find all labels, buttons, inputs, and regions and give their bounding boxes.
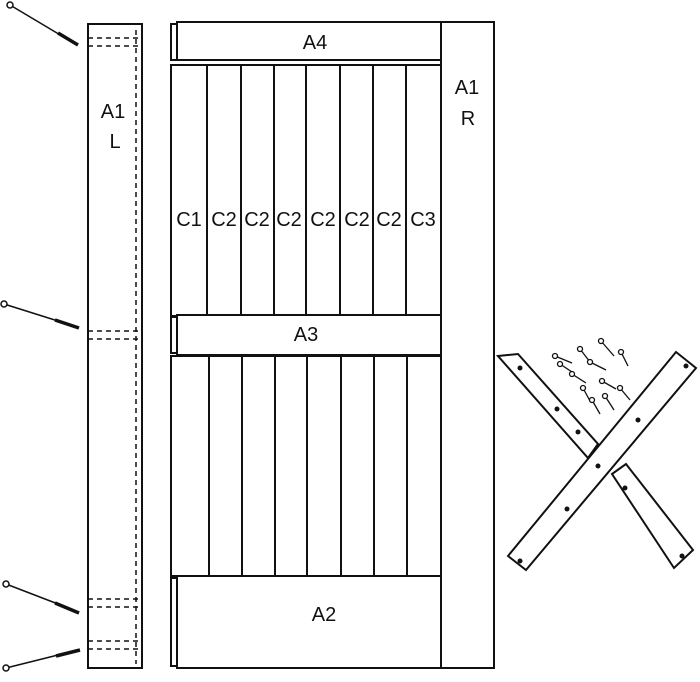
long-screw-icon	[6, 1, 79, 47]
label-board-c2: C2	[244, 209, 270, 231]
board	[306, 355, 342, 577]
rail-a2-body	[176, 575, 442, 669]
post-a1-left: A1 L	[87, 23, 143, 669]
label-board-c2: C2	[376, 209, 402, 231]
brace-hole	[622, 485, 628, 491]
board	[339, 64, 374, 317]
board	[206, 64, 242, 317]
board	[240, 64, 275, 317]
long-screw-icon	[0, 300, 80, 330]
board	[170, 355, 210, 577]
board	[305, 64, 341, 317]
label-board-c2: C2	[276, 209, 302, 231]
post-a1-right-body	[440, 21, 495, 669]
rail-a4: A4	[170, 21, 442, 61]
x-brace-icon	[495, 350, 698, 572]
label-board-c2: C2	[310, 209, 336, 231]
lower-boards	[170, 355, 442, 577]
board	[405, 64, 442, 317]
board	[208, 355, 243, 577]
label-a1-right-line1: A1	[455, 77, 479, 99]
label-a3: A3	[294, 324, 318, 346]
post-a1-left-body	[87, 23, 143, 669]
post-a1-right: A1 R	[440, 21, 495, 669]
x-brace-upper-half	[495, 352, 600, 460]
board	[241, 355, 276, 577]
brace-hole	[517, 365, 523, 371]
rail-a4-body	[176, 21, 442, 61]
board	[406, 355, 442, 577]
upper-boards: C1 C2 C2 C2 C2 C2 C2 C3	[170, 64, 442, 317]
brace-hole	[554, 406, 560, 412]
board	[373, 355, 408, 577]
x-brace-long-bar	[506, 350, 698, 572]
brace-hole	[679, 553, 685, 559]
long-screw-icon	[2, 648, 81, 672]
x-brace-lower-half	[610, 462, 695, 570]
rail-a3: A3	[170, 314, 442, 356]
label-a1-left-line2: L	[109, 131, 120, 153]
label-board-c3: C3	[410, 209, 436, 231]
board	[372, 64, 407, 317]
rail-a2: A2	[170, 575, 442, 669]
brace-hole	[683, 363, 689, 369]
board	[274, 355, 308, 577]
label-board-c1: C1	[176, 209, 202, 231]
brace-hole	[564, 506, 570, 512]
long-screw-icon	[2, 580, 80, 615]
board	[340, 355, 375, 577]
label-a2: A2	[312, 604, 336, 626]
brace-hole	[517, 558, 523, 564]
brace-hole	[595, 463, 601, 469]
short-screw-icon	[551, 337, 631, 415]
label-board-c2: C2	[344, 209, 370, 231]
board	[273, 64, 307, 317]
label-a1-left-line1: A1	[101, 101, 125, 123]
label-board-c2: C2	[211, 209, 237, 231]
label-a1-right-line2: R	[461, 108, 475, 130]
brace-hole	[635, 417, 641, 423]
board	[170, 64, 208, 317]
label-a4: A4	[303, 32, 327, 54]
brace-hole	[575, 429, 581, 435]
